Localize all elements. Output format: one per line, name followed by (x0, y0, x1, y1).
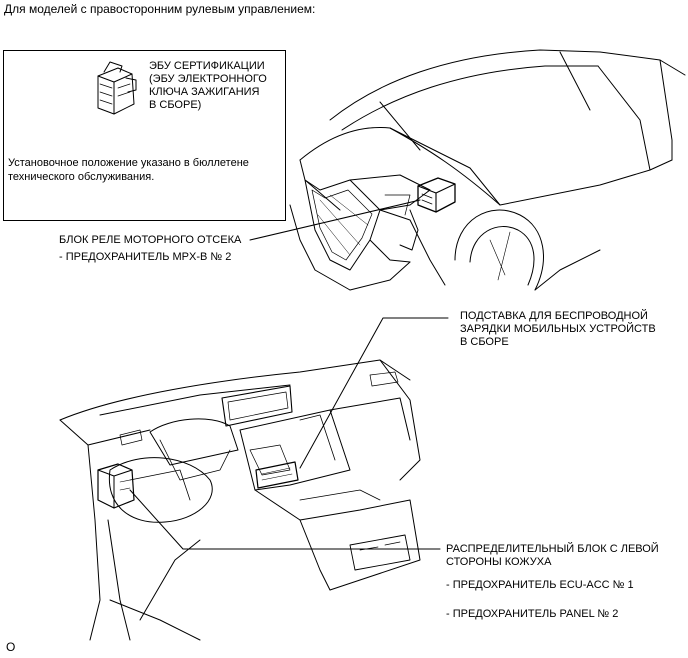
charger-label-line-2: ЗАРЯДКИ МОБИЛЬНЫХ УСТРОЙСТВ (460, 323, 656, 335)
page-heading: Для моделей с правосторонним рулевым упр… (4, 2, 316, 16)
dashboard-illustration (59, 359, 421, 641)
ecu-label-line-4: В СБОРЕ) (149, 99, 202, 111)
junction-label-line-2: СТОРОНЫ КОЖУХА (446, 556, 552, 568)
relay-fuse-label: - ПРЕДОХРАНИТЕЛЬ MPX-B № 2 (59, 251, 232, 263)
figure-code: O (6, 640, 16, 654)
junction-label-line-1: РАСПРЕДЕЛИТЕЛЬНЫЙ БЛОК С ЛЕВОЙ (446, 543, 659, 555)
fuse-panel-label: - ПРЕДОХРАНИТЕЛЬ PANEL № 2 (446, 608, 619, 620)
relay-block-label: БЛОК РЕЛЕ МОТОРНОГО ОТСЕКА (59, 234, 242, 246)
car-front-illustration (289, 49, 686, 291)
charger-label-line-1: ПОДСТАВКА ДЛЯ БЕСПРОВОДНОЙ (460, 310, 648, 322)
ecu-module-icon (97, 61, 137, 115)
ecu-label-line-1: ЭБУ СЕРТИФИКАЦИИ (149, 60, 265, 72)
ecu-label-line-2: (ЭБУ ЭЛЕКТРОННОГО (149, 73, 267, 85)
inset-note-line-2: технического обслуживания. (8, 171, 155, 183)
charger-label-line-3: В СБОРЕ (460, 336, 509, 348)
fuse-ecu-acc-label: - ПРЕДОХРАНИТЕЛЬ ECU-ACC № 1 (446, 579, 634, 591)
inset-note-line-1: Установочное положение указано в бюллете… (8, 157, 249, 169)
ecu-label-line-3: КЛЮЧА ЗАЖИГАНИЯ (149, 86, 260, 98)
inset-box (3, 50, 286, 221)
